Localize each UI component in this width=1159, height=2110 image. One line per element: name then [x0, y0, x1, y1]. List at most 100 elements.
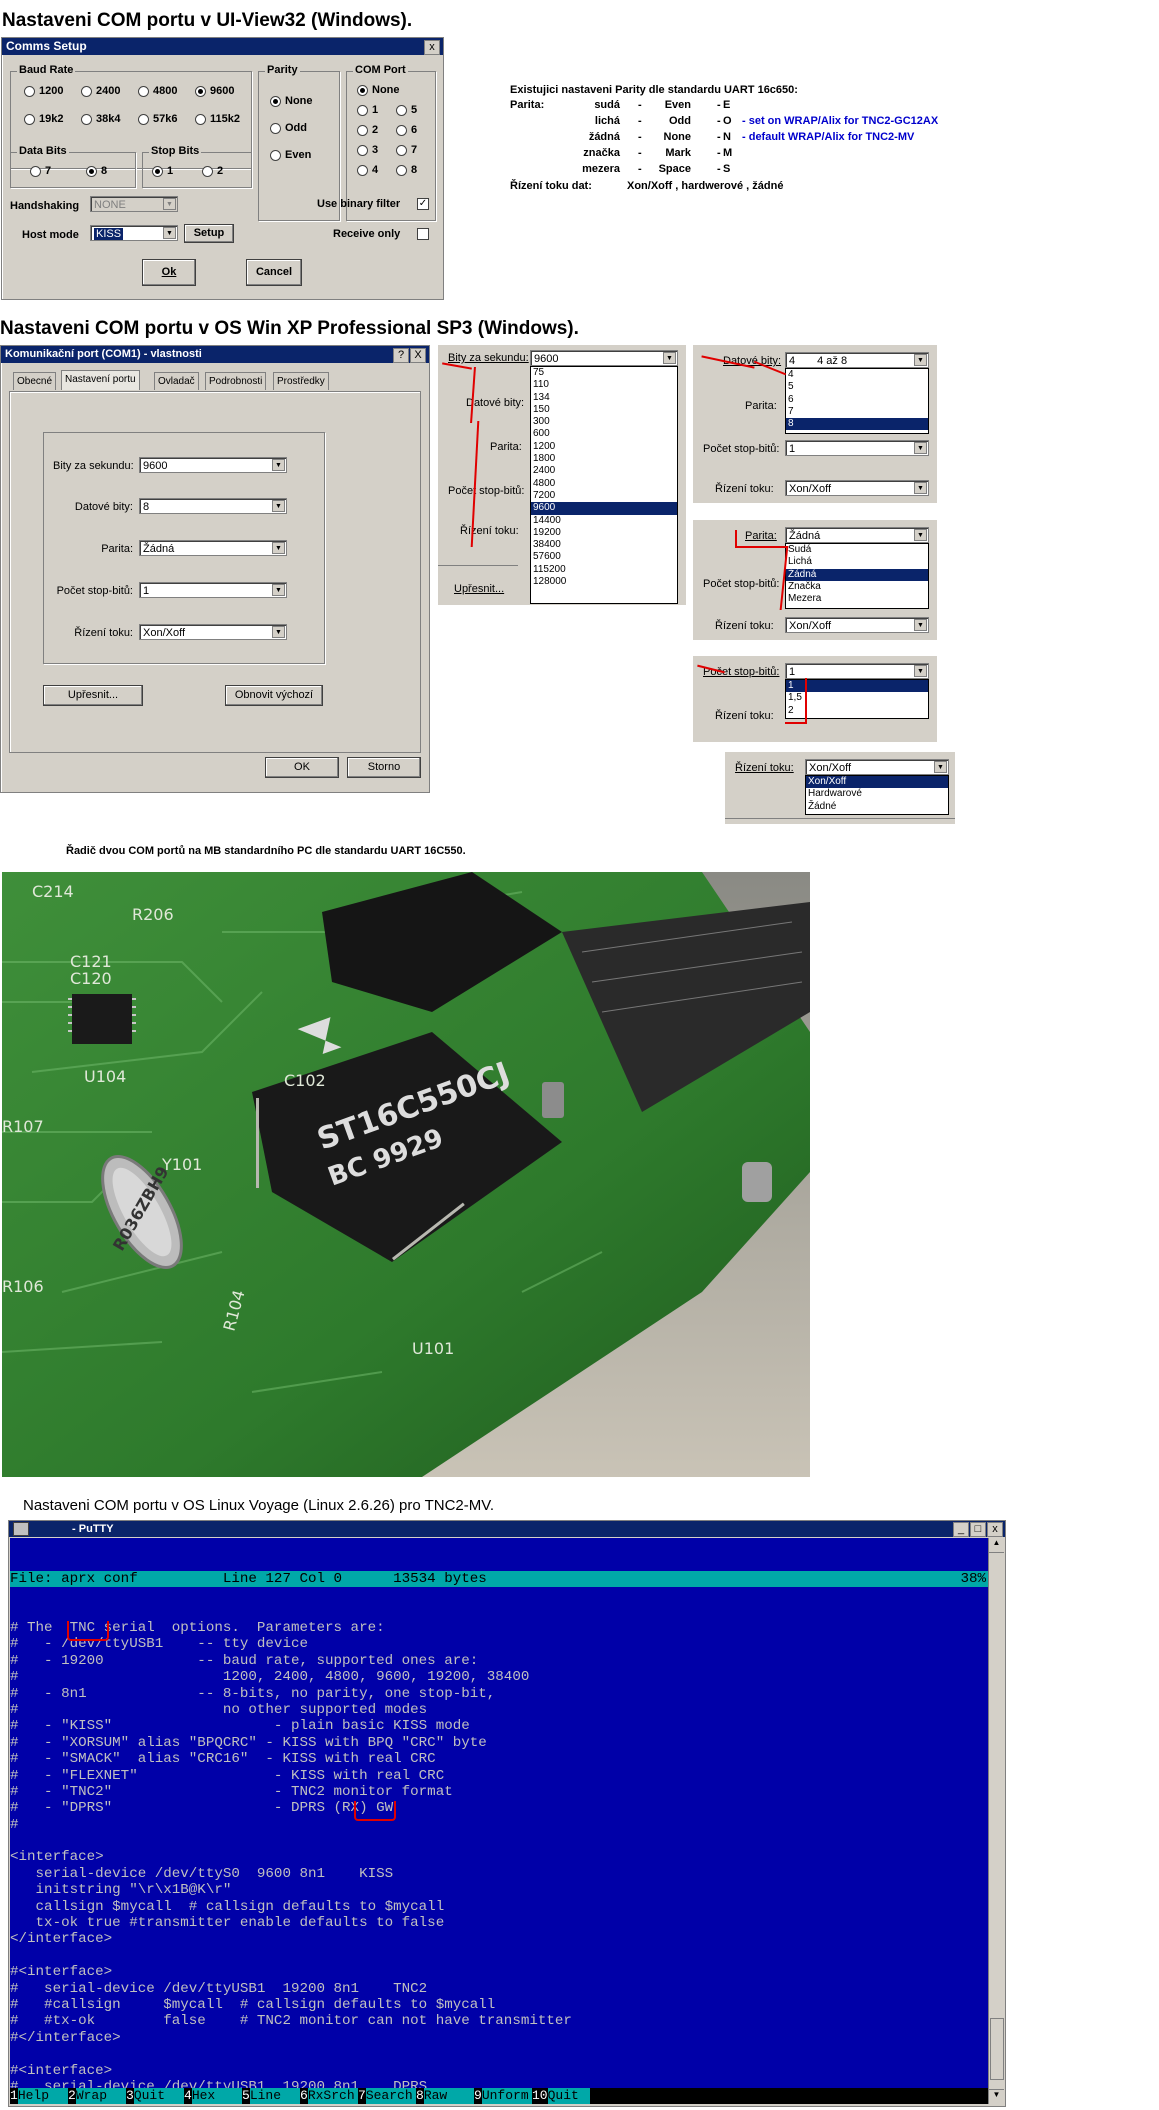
baud-9600[interactable]: 9600 — [195, 85, 234, 97]
baud-1200[interactable]: 1200 — [24, 85, 63, 97]
list-option[interactable]: 14400 — [533, 514, 561, 526]
com-6[interactable]: 6 — [396, 124, 417, 136]
list-option[interactable]: 7200 — [533, 489, 556, 501]
list-option[interactable]: 115200 — [533, 563, 566, 575]
scroll-thumb[interactable] — [990, 2018, 1004, 2080]
list-option[interactable]: 75 — [533, 367, 545, 378]
hostmode-select[interactable]: KISS▼ — [90, 225, 178, 241]
minimize-icon[interactable]: _ — [953, 1522, 969, 1537]
list-option[interactable]: 4800 — [533, 477, 556, 489]
list-option[interactable]: 4 — [788, 369, 794, 380]
baud-19k2[interactable]: 19k2 — [24, 113, 63, 125]
baud-4800[interactable]: 4800 — [138, 85, 177, 97]
list-option[interactable]: Žádné — [808, 800, 837, 812]
com-3[interactable]: 3 — [357, 144, 378, 156]
ok-button[interactable]: Ok — [142, 259, 196, 286]
binary-filter-checkbox[interactable]: ✓ — [417, 198, 429, 210]
com-5[interactable]: 5 — [396, 104, 417, 116]
advanced-button[interactable]: Upřesnit... — [43, 685, 143, 706]
list-option[interactable]: Hardwarové — [808, 788, 862, 800]
tab-port-settings[interactable]: Nastavení portu — [61, 370, 140, 390]
list-option[interactable]: 128000 — [533, 576, 567, 588]
flow-under-select[interactable]: Xon/Xoff▼ — [785, 617, 929, 633]
list-option[interactable]: 8 — [786, 418, 928, 431]
parity-even[interactable]: Even — [270, 149, 311, 161]
tab-general[interactable]: Obecné — [13, 372, 57, 390]
com-2[interactable]: 2 — [357, 124, 378, 136]
list-option[interactable]: Xon/Xoff — [806, 776, 948, 789]
receive-only-checkbox[interactable] — [417, 228, 429, 240]
list-option[interactable]: 1800 — [533, 453, 556, 465]
cancel-button[interactable]: Storno — [347, 757, 421, 778]
scroll-down-icon[interactable]: ▼ — [989, 2089, 1004, 2104]
handshaking-select[interactable]: NONE▼ — [90, 196, 178, 212]
baud-57k6[interactable]: 57k6 — [138, 113, 177, 125]
stopbits-select[interactable]: 1▼ — [139, 582, 287, 598]
ok-button[interactable]: OK — [265, 757, 339, 778]
stopbits-1[interactable]: 1 — [152, 165, 173, 177]
scroll-up-icon[interactable]: ▲ — [989, 1538, 1004, 1553]
tab-driver[interactable]: Ovladač — [154, 372, 199, 390]
tab-resources[interactable]: Prostředky — [273, 372, 329, 390]
stopbits-under-select[interactable]: 1▼ — [785, 440, 929, 456]
databits-select[interactable]: 8▼ — [139, 498, 287, 514]
baud-38k4[interactable]: 38k4 — [81, 113, 120, 125]
com-none[interactable]: None — [357, 84, 400, 96]
parity-select[interactable]: Žádná▼ — [139, 540, 287, 556]
list-option[interactable]: 134 — [533, 391, 550, 403]
flow-under-select[interactable]: Xon/Xoff▼ — [785, 480, 929, 496]
list-option[interactable]: 2400 — [533, 465, 556, 477]
list-option[interactable]: 19200 — [533, 526, 561, 538]
list-option[interactable]: 150 — [533, 403, 550, 415]
parity-odd[interactable]: Odd — [270, 122, 307, 134]
list-option[interactable]: 300 — [533, 416, 550, 428]
list-option[interactable]: 110 — [533, 379, 549, 391]
stopbits-2[interactable]: 2 — [202, 165, 223, 177]
restore-defaults-button[interactable]: Obnovit výchozí — [225, 685, 323, 706]
list-option[interactable]: 2 — [788, 704, 794, 716]
list-option[interactable]: Žádná — [786, 568, 928, 581]
maximize-icon[interactable]: □ — [970, 1522, 986, 1537]
list-option[interactable]: 1 — [786, 680, 928, 693]
setup-button[interactable]: Setup — [184, 224, 234, 243]
flow-select[interactable]: Xon/Xoff▼ — [139, 624, 287, 640]
list-option[interactable]: 6 — [788, 393, 794, 405]
com-7[interactable]: 7 — [396, 144, 417, 156]
tab-details[interactable]: Podrobnosti — [205, 372, 267, 390]
list-option[interactable]: Značka — [788, 580, 821, 592]
list-option[interactable]: 1,5 — [788, 692, 802, 704]
baud-select[interactable]: 9600▼ — [139, 457, 287, 473]
parity-none[interactable]: None — [270, 95, 313, 107]
list-option[interactable]: Mezera — [788, 593, 822, 605]
list-option[interactable]: 9600 — [531, 502, 677, 515]
terminal-area[interactable]: File: aprx conf Line 127 Col 0 13534 byt… — [10, 1538, 988, 2104]
cancel-button[interactable]: Cancel — [246, 259, 302, 286]
list-option[interactable]: 57600 — [533, 551, 561, 563]
baud-popup-select[interactable]: 9600▼ — [530, 350, 678, 366]
popup-advanced[interactable]: Upřesnit... — [454, 583, 505, 595]
help-icon[interactable]: ? — [393, 348, 409, 363]
list-option[interactable]: 1200 — [533, 440, 556, 452]
com-1[interactable]: 1 — [357, 104, 378, 116]
close-icon[interactable]: x — [424, 40, 440, 55]
close-icon[interactable]: X — [410, 348, 426, 363]
list-option[interactable]: 600 — [533, 428, 550, 440]
list-option[interactable]: 7 — [788, 405, 794, 417]
stopbits-popup-select[interactable]: 1▼ — [785, 663, 929, 679]
